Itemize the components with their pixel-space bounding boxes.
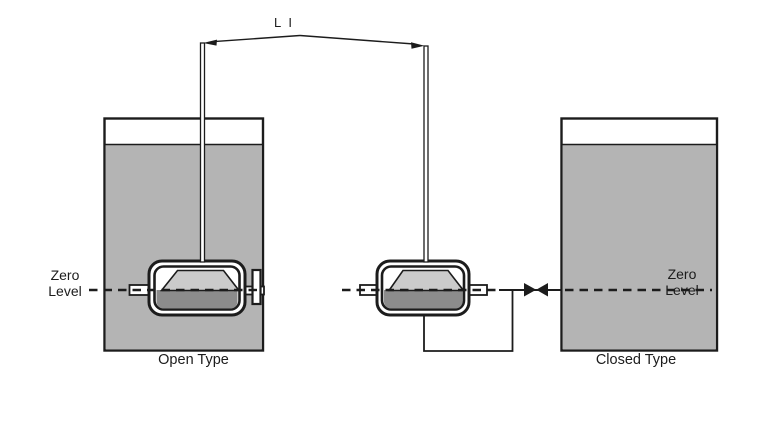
- zero-level-open-line2: Level: [48, 282, 82, 299]
- external-displacer-chamber: [375, 259, 471, 317]
- bottom-equalizing-pipe: [423, 290, 514, 352]
- closed-tank-liquid: [563, 144, 716, 350]
- leader-line-right: [299, 34, 415, 45]
- open-tank-caption: Open Type: [158, 352, 229, 368]
- open-displacer-chamber: [147, 259, 247, 317]
- suspension-rods: [199, 42, 429, 263]
- external-chamber-piping: [423, 283, 562, 352]
- closed-tank-caption: Closed Type: [595, 352, 677, 368]
- level-indicator-tag: L I: [274, 15, 294, 30]
- arrowhead-right-icon: [411, 42, 425, 49]
- open-tank-liquid: [106, 144, 262, 350]
- open-chamber-liquid: [156, 290, 238, 309]
- arrowhead-left-icon: [203, 39, 217, 46]
- zero-level-closed-line1: Zero: [667, 266, 697, 282]
- flange-plate: [251, 268, 262, 306]
- zero-level-closed-line2: Level: [665, 281, 699, 298]
- level-indicator-leader: [203, 34, 425, 49]
- zero-level-open-line1: Zero: [50, 267, 80, 283]
- ext-chamber-liquid: [384, 290, 463, 309]
- ext-chamber-rod: [423, 45, 429, 263]
- leader-line-left: [213, 34, 301, 43]
- ext-displacer-float: [387, 269, 466, 292]
- isolation-valve-icon: [524, 283, 548, 297]
- closed-tank: [560, 117, 719, 352]
- open-chamber-rod: [199, 42, 206, 263]
